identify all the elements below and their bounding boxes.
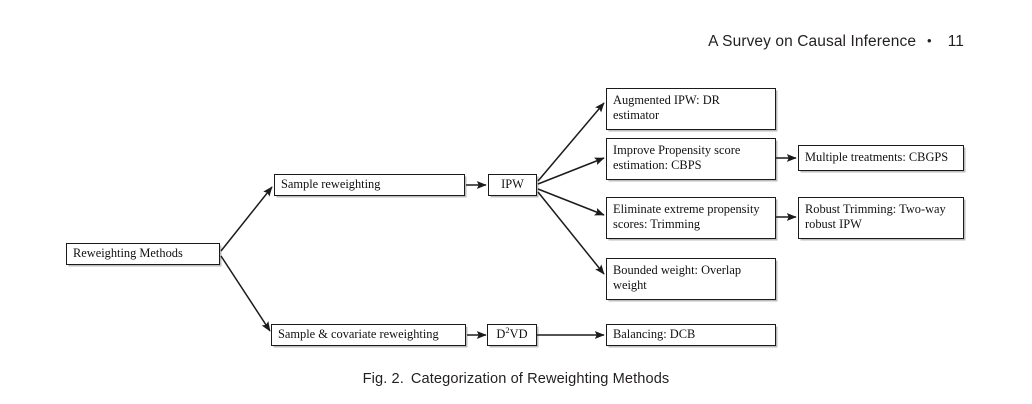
- node-multiple-treatments-cbgps[interactable]: Multiple treatments: CBGPS: [798, 145, 964, 171]
- header-page-number: 11: [947, 33, 964, 50]
- figure-caption-text: Categorization of Reweighting Methods: [410, 371, 670, 387]
- node-augmented-ipw-dr-estimator[interactable]: Augmented IPW: DR estimator: [606, 88, 776, 130]
- node-balancing-dcb[interactable]: Balancing: DCB: [606, 324, 776, 346]
- node-improve-propensity-score-estimation-cbps[interactable]: Improve Propensity score estimation: CBP…: [606, 138, 776, 180]
- edge-ipw-to-bounded-weight: [537, 191, 605, 275]
- figure-caption-number: Fig. 2.: [362, 371, 404, 387]
- node-reweighting-methods[interactable]: Reweighting Methods: [66, 243, 220, 265]
- node-ipw[interactable]: IPW: [488, 174, 537, 196]
- node-robust-trimming-two-way-robust-ipw[interactable]: Robust Trimming: Two-way robust IPW: [798, 197, 964, 239]
- edge-root-to-sample-covariate-reweighting: [220, 255, 271, 332]
- node-eliminate-extreme-propensity-scores-trimming[interactable]: Eliminate extreme propensity scores: Tri…: [606, 197, 776, 239]
- figure-caption: Fig. 2. Categorization of Reweighting Met…: [0, 371, 1032, 387]
- edge-ipw-to-eliminate-extreme: [537, 188, 605, 216]
- edge-root-to-sample-reweighting: [220, 186, 273, 252]
- node-sample-reweighting[interactable]: Sample reweighting: [274, 174, 465, 196]
- node-bounded-weight-overlap-weight[interactable]: Bounded weight: Overlap weight: [606, 258, 776, 300]
- header-separator-bullet-icon: •: [927, 33, 932, 48]
- edge-ipw-to-augmented-ipw: [537, 102, 605, 182]
- edge-ipw-to-improve-propensity: [537, 157, 605, 185]
- node-d2vd-label: D2VD: [496, 325, 528, 342]
- node-sample-covariate-reweighting[interactable]: Sample & covariate reweighting: [271, 324, 466, 346]
- running-header: A Survey on Causal Inference • 11: [708, 33, 964, 51]
- node-d2vd[interactable]: D2VD: [487, 324, 537, 346]
- header-title: A Survey on Causal Inference: [708, 33, 917, 50]
